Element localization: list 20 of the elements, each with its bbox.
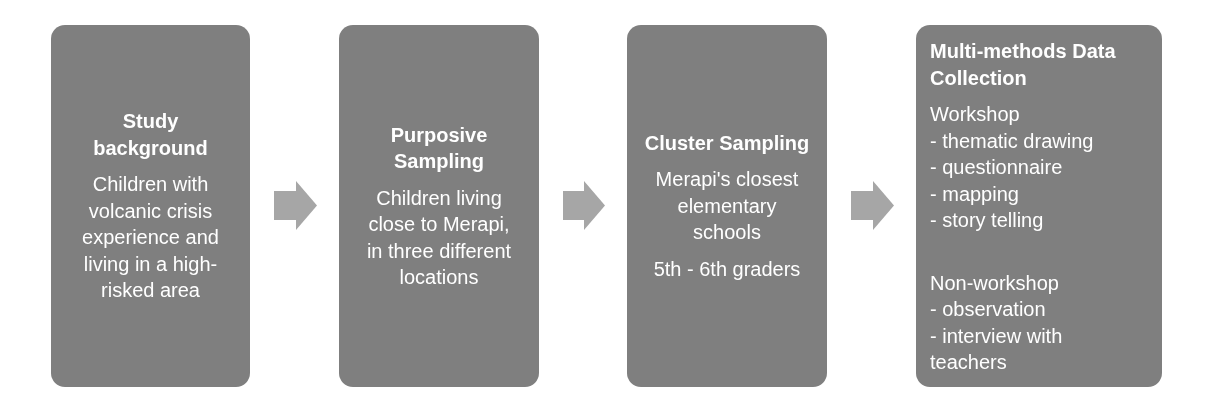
list-item: - questionnaire: [930, 155, 1064, 180]
list-item: - thematic drawing: [930, 128, 1095, 154]
list-item: - interview with teachers: [930, 323, 1064, 375]
step-box: [916, 25, 1162, 387]
step-description: Merapi's closest elementary schools: [654, 167, 800, 246]
step-box: [627, 25, 827, 387]
step-box: [339, 25, 539, 387]
step-description: Children living close to Merapi, in three different locations: [365, 185, 513, 290]
step-description: 5th - 6th graders: [652, 256, 802, 282]
step-title: Purposive Sampling: [389, 122, 489, 174]
list-heading: Non-workshop: [930, 270, 1060, 296]
step-box: [51, 25, 250, 387]
list-item: - observation: [930, 297, 1047, 322]
step-title: Study background: [92, 109, 209, 161]
list-item: - story telling: [930, 208, 1045, 233]
step-title: Cluster Sampling: [643, 130, 811, 156]
list-heading: Workshop: [930, 102, 1021, 127]
list-item: - mapping: [930, 181, 1020, 207]
step-title: Multi-methods Data Collection: [930, 39, 1117, 91]
step-description: Children with volcanic crisis experience and living in a high-risked area: [81, 172, 220, 304]
